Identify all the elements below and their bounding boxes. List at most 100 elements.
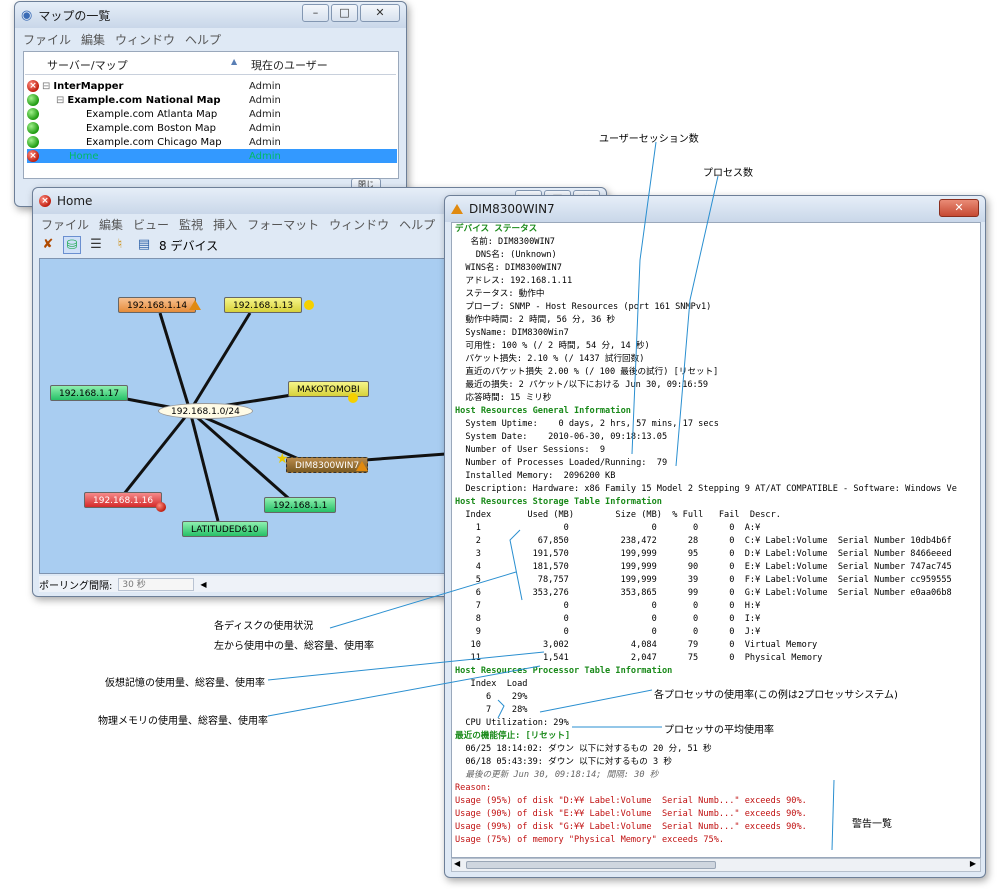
alert-line: Usage (90%) of disk "E:¥¥ Label:Volume S… <box>455 809 807 819</box>
status-line: System Date: 2010-06-30, 09:18:13.05 <box>455 432 668 442</box>
status-line: 最後の更新 Jun 30, 09:18:14; 間隔: 30 秒 <box>455 770 659 780</box>
annotation-physical-memory: 物理メモリの使用量、総容量、使用率 <box>98 716 268 727</box>
column-header-server[interactable]: サーバー/マップ <box>47 59 128 72</box>
horizontal-scrollbar[interactable]: ◀ ▶ <box>451 858 981 872</box>
status-line: CPU Utilization: 29% <box>455 718 569 728</box>
scroll-thumb[interactable] <box>466 861 716 869</box>
column-header-user[interactable]: 現在のユーザー <box>251 59 328 72</box>
status-line: 6 353,276 353,865 99 0 G:¥ Label:Volume … <box>455 588 952 598</box>
map-list-app-icon: ◉ <box>21 7 33 23</box>
map-name: InterMapper <box>53 80 124 92</box>
menu-edit[interactable]: 編集 <box>99 217 124 232</box>
alert-line: Usage (95%) of disk "D:¥¥ Label:Volume S… <box>455 796 807 806</box>
device-node[interactable]: 192.168.1.17 <box>50 385 129 401</box>
menu-insert[interactable]: 挿入 <box>213 217 238 232</box>
map-list-row[interactable]: ⊟Example.com National Map Admin <box>27 93 397 107</box>
map-list-row[interactable]: ×⊟InterMapper Admin <box>27 79 397 93</box>
map-name: Example.com National Map <box>67 94 221 106</box>
device-node[interactable]: MAKOTOMOBI <box>288 381 369 397</box>
map-user: Admin <box>249 108 281 120</box>
alarm-status-icon <box>451 204 463 214</box>
section-heading: デバイス ステータス <box>455 224 538 234</box>
maximize-button[interactable]: □ <box>331 4 358 22</box>
status-down-icon: × <box>27 150 39 162</box>
menu-file[interactable]: ファイル <box>41 217 90 232</box>
menu-monitor[interactable]: 監視 <box>179 217 204 232</box>
menu-window[interactable]: ウィンドウ <box>329 217 390 232</box>
map-view-icon[interactable]: ⛁ <box>63 236 81 254</box>
status-line: System Uptime: 0 days, 2 hrs, 57 mins, 1… <box>455 419 719 429</box>
status-line: 動作中時間: 2 時間, 56 分, 36 秒 <box>455 315 616 325</box>
menu-file[interactable]: ファイル <box>23 32 72 47</box>
map-user: Admin <box>249 122 281 134</box>
chart-view-icon[interactable]: ♮ <box>117 237 123 252</box>
status-line: 3 191,570 199,999 95 0 D:¥ Label:Volume … <box>455 549 952 559</box>
menu-window[interactable]: ウィンドウ <box>115 32 176 47</box>
status-line: Number of User Sessions: 9 <box>455 445 606 455</box>
status-line: 2 67,850 238,472 28 0 C:¥ Label:Volume S… <box>455 536 952 546</box>
poll-interval-select[interactable]: 30 秒 <box>118 577 195 591</box>
list-view-icon[interactable]: ☰ <box>90 237 102 252</box>
annotation-disk-usage: 各ディスクの使用状況 <box>214 621 314 632</box>
section-heading: Host Resources Storage Table Information <box>455 497 662 507</box>
status-line[interactable]: 直近のパケット損失 2.00 % (/ 100 最後の試行) [リセット] <box>455 367 719 377</box>
scroll-left-icon[interactable]: ◀ <box>454 859 461 868</box>
map-list-titlebar[interactable]: ◉ マップの一覧 – □ ✕ <box>15 2 406 28</box>
edit-tools-icon[interactable]: ✘ <box>42 237 54 252</box>
status-up-icon <box>27 122 39 134</box>
map-user: Admin <box>249 150 281 162</box>
minimize-button[interactable]: – <box>302 4 329 22</box>
sort-arrow-icon: ▲ <box>231 57 238 66</box>
map-list-row[interactable]: Example.com Chicago Map Admin <box>27 135 397 149</box>
network-node[interactable]: 192.168.1.0/24 <box>158 403 253 419</box>
alarm-icon <box>189 300 201 310</box>
network-map[interactable]: 192.168.1.14 192.168.1.13 192.168.1.17 1… <box>39 258 445 574</box>
device-status-window: DIM8300WIN7 ✕ デバイス ステータス 名前: DIM8300WIN7… <box>444 195 986 878</box>
graph-view-icon[interactable]: ▤ <box>137 237 151 252</box>
status-line: 名前: DIM8300WIN7 <box>455 237 555 247</box>
down-icon <box>156 502 166 512</box>
close-button[interactable]: ✕ <box>939 199 979 217</box>
section-heading[interactable]: 最近の機能停止: [リセット] <box>455 731 571 741</box>
map-list-row[interactable]: Example.com Atlanta Map Admin <box>27 107 397 121</box>
menu-help[interactable]: ヘルプ <box>399 217 436 232</box>
menu-view[interactable]: ビュー <box>133 217 170 232</box>
status-line: プローブ: SNMP - Host Resources (port 161 SN… <box>455 302 712 312</box>
status-line: 4 181,570 199,999 90 0 E:¥ Label:Volume … <box>455 562 952 572</box>
status-up-icon <box>27 94 39 106</box>
device-titlebar[interactable]: DIM8300WIN7 ✕ <box>445 196 985 222</box>
map-list-row[interactable]: Example.com Boston Map Admin <box>27 121 397 135</box>
status-line: Description: Hardware: x86 Family 15 Mod… <box>455 484 957 494</box>
map-user: Admin <box>249 80 281 92</box>
map-name: Home <box>69 150 99 162</box>
status-line: 8 0 0 0 0 I:¥ <box>455 614 761 624</box>
menu-edit[interactable]: 編集 <box>81 32 106 47</box>
status-line: SysName: DIM8300Win7 <box>455 328 569 338</box>
scroll-right-icon[interactable]: ▶ <box>969 859 976 868</box>
status-line: 7 0 0 0 0 H:¥ <box>455 601 761 611</box>
device-node[interactable]: 192.168.1.16 <box>84 492 163 508</box>
status-line: アドレス: 192.168.1.11 <box>455 276 573 286</box>
map-list-menubar: ファイル 編集 ウィンドウ ヘルプ <box>19 30 402 48</box>
close-button[interactable]: ✕ <box>360 4 400 22</box>
status-line: DNS名: (Unknown) <box>455 250 557 260</box>
device-node[interactable]: 192.168.1.13 <box>224 297 303 313</box>
device-node[interactable]: LATITUDED610 <box>182 521 268 537</box>
alert-line: Usage (75%) of memory "Physical Memory" … <box>455 835 725 845</box>
menu-format[interactable]: フォーマット <box>247 217 320 232</box>
device-node[interactable]: 192.168.1.1 <box>264 497 337 513</box>
menu-help[interactable]: ヘルプ <box>185 32 222 47</box>
annotation-virtual-memory: 仮想記憶の使用量、総容量、使用率 <box>105 678 265 689</box>
section-heading: Host Resources General Information <box>455 406 631 416</box>
map-list-row-selected[interactable]: × Home Admin <box>27 149 397 163</box>
device-count: 8 デバイス <box>159 238 219 253</box>
map-name: Example.com Boston Map <box>86 122 216 134</box>
device-node[interactable]: 192.168.1.14 <box>118 297 197 313</box>
scroll-left-icon[interactable]: ◀ <box>200 579 207 589</box>
status-line: 5 78,757 199,999 39 0 F:¥ Label:Volume S… <box>455 575 952 585</box>
home-menubar: ファイル 編集 ビュー 監視 挿入 フォーマット ウィンドウ ヘルプ <box>37 215 602 233</box>
annotation-user-sessions: ユーザーセッション数 <box>599 134 699 145</box>
status-line: 06/25 18:14:02: ダウン 以下に対するもの 20 分, 51 秒 <box>455 744 712 754</box>
map-name: Example.com Chicago Map <box>86 136 222 148</box>
home-title: Home <box>57 194 93 208</box>
